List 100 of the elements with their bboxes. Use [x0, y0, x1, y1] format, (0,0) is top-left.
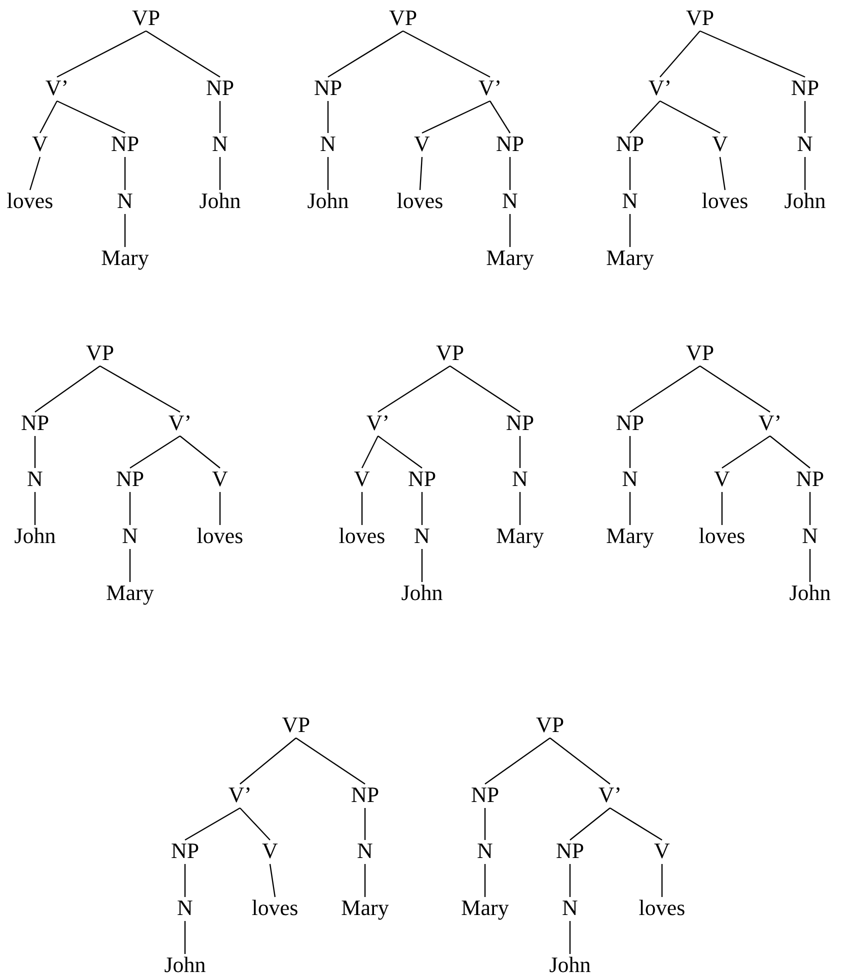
branch-line — [700, 366, 770, 412]
branch-line — [570, 808, 610, 840]
tree-node-label: John — [199, 189, 241, 213]
tree-node-label: NP — [506, 411, 534, 435]
branch-line — [569, 921, 571, 954]
branch-line — [364, 808, 366, 840]
tree-node-label: V’ — [758, 411, 782, 435]
tree-node-label: loves — [252, 896, 298, 920]
branch-line — [721, 492, 723, 525]
tree-node-label: N — [622, 189, 638, 213]
tree-node-label: Mary — [101, 246, 149, 270]
tree-node-label: John — [307, 189, 349, 213]
branch-line — [361, 436, 379, 468]
tree-node-label: N — [27, 467, 43, 491]
branch-line — [484, 864, 486, 897]
tree-node-label: NP — [206, 76, 234, 100]
branch-line — [180, 436, 220, 468]
branch-line — [421, 492, 423, 525]
tree-node-label: Mary — [496, 524, 544, 548]
branch-line — [129, 549, 131, 582]
tree-node-label: NP — [616, 132, 644, 156]
tree-node-label: N — [177, 896, 193, 920]
tree-node-label: NP — [350, 783, 380, 807]
tree-node-label: V — [654, 839, 670, 863]
tree-node-label: N — [512, 467, 528, 491]
branch-line — [34, 436, 36, 468]
branch-line — [484, 738, 550, 784]
tree-node-label: NP — [110, 132, 140, 156]
branch-line — [130, 436, 180, 468]
branch-line — [700, 30, 806, 78]
branch-line — [327, 157, 329, 190]
tree-node-label: N — [797, 132, 813, 156]
branch-line — [422, 100, 490, 134]
branch-line — [240, 738, 296, 784]
tree-node-label: N — [122, 524, 138, 548]
tree-node-label: Mary — [341, 896, 389, 920]
branch-line — [809, 492, 811, 525]
tree-node-label: John — [784, 189, 826, 213]
tree-node-label: loves — [702, 189, 748, 213]
branch-line — [804, 101, 806, 133]
tree-node-label: Mary — [606, 524, 654, 548]
branch-line — [56, 100, 126, 134]
branch-line — [630, 366, 700, 412]
tree-node-label: NP — [170, 839, 200, 863]
tree-node-label: V — [712, 132, 728, 156]
tree-node-label: VP — [686, 341, 714, 365]
tree-node-label: NP — [556, 839, 584, 863]
branch-line — [219, 492, 221, 525]
tree-node-label: NP — [408, 467, 436, 491]
branch-line — [327, 101, 329, 133]
tree-node-label: NP — [790, 76, 820, 100]
branch-line — [629, 492, 631, 525]
tree-node-label: VP — [686, 6, 714, 30]
tree-node-label: V’ — [45, 76, 69, 100]
tree-node-label: N — [477, 839, 493, 863]
tree-node-label: VP — [282, 713, 310, 737]
branch-line — [519, 436, 521, 468]
tree-node-label: VP — [86, 341, 114, 365]
branch-line — [378, 436, 422, 468]
tree-node-label: V’ — [366, 411, 390, 435]
branch-line — [269, 864, 276, 898]
branch-line — [509, 214, 511, 247]
tree-node-label: loves — [698, 524, 746, 548]
tree-node-label: V — [714, 467, 730, 491]
tree-node-label: loves — [196, 524, 244, 548]
branch-line — [660, 100, 720, 134]
branch-line — [610, 807, 662, 841]
tree-node-label: N — [117, 189, 133, 213]
tree-node-label: V — [414, 132, 430, 156]
branch-line — [34, 492, 36, 525]
tree-node-label: John — [401, 581, 443, 605]
tree-node-label: V’ — [228, 783, 252, 807]
tree-node-label: NP — [20, 411, 50, 435]
branch-line — [490, 100, 510, 134]
tree-node-label: VP — [388, 6, 418, 30]
tree-node-label: V — [32, 132, 48, 156]
tree-node-label: N — [562, 896, 578, 920]
branch-line — [56, 30, 146, 78]
branch-line — [361, 492, 363, 525]
branch-line — [450, 366, 520, 412]
tree-node-label: V — [212, 467, 228, 491]
branch-line — [629, 214, 631, 247]
branch-line — [630, 100, 660, 134]
tree-node-label: NP — [796, 467, 824, 491]
tree-node-label: N — [212, 132, 228, 156]
branch-line — [296, 738, 366, 784]
tree-node-label: N — [357, 839, 373, 863]
tree-node-label: loves — [396, 189, 444, 213]
tree-node-label: NP — [470, 783, 500, 807]
tree-node-label: John — [549, 953, 591, 976]
branch-line — [240, 808, 270, 840]
branch-line — [519, 492, 521, 525]
tree-node-label: John — [14, 524, 56, 548]
branch-line — [719, 156, 726, 190]
branch-line — [722, 436, 770, 468]
branch-line — [378, 366, 450, 412]
tree-node-label: loves — [6, 189, 54, 213]
branch-line — [39, 100, 58, 134]
branch-line — [421, 549, 423, 582]
tree-node-label: V’ — [648, 76, 672, 100]
